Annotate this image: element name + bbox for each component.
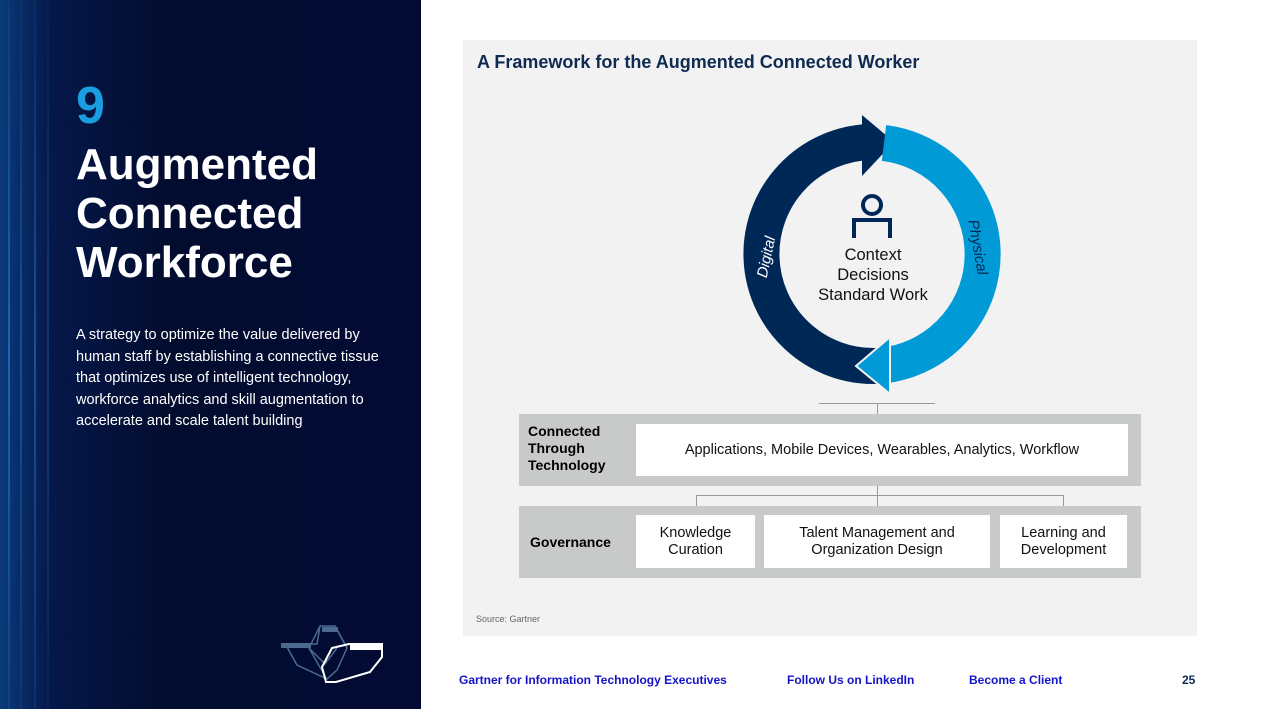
footer-link-linkedin[interactable]: Follow Us on LinkedIn: [787, 673, 915, 687]
digital-arrowhead: [862, 115, 894, 176]
connector-line: [877, 486, 878, 506]
page-number: 25: [1182, 673, 1196, 687]
physical-arrowhead: [854, 334, 891, 397]
physical-arc: [881, 125, 1001, 383]
talent-management-box: Talent Management and Organization Desig…: [764, 515, 990, 568]
person-icon: [852, 194, 892, 238]
connector-line: [696, 495, 1064, 496]
center-line: Context: [844, 246, 902, 264]
row-label: Governance: [530, 534, 611, 550]
row-label: Connected Through Technology: [528, 423, 606, 473]
technology-box: Applications, Mobile Devices, Wearables,…: [636, 424, 1128, 476]
footer-link-become-client[interactable]: Become a Client: [969, 673, 1063, 687]
section-description: A strategy to optimize the value deliver…: [76, 327, 379, 429]
center-line: Standard Work: [818, 286, 928, 304]
title-line: Augmented: [76, 140, 318, 189]
connector-line: [1063, 495, 1064, 506]
title-line: Connected: [76, 189, 304, 238]
source-note: Source: Gartner: [476, 614, 541, 624]
connector-line: [696, 495, 697, 506]
cycle-diagram: Digital Physical: [743, 115, 1001, 397]
row-connected-technology: Connected Through Technology Application…: [519, 414, 1141, 486]
center-line: Decisions: [837, 266, 909, 284]
connector-line: [877, 403, 878, 414]
knowledge-curation-box: Knowledge Curation: [636, 515, 755, 568]
section-number: 9: [76, 77, 105, 135]
figure-title: A Framework for the Augmented Connected …: [477, 52, 920, 72]
learning-development-box: Learning and Development: [1000, 515, 1127, 568]
row-governance: Governance Knowledge Curation Talent Man…: [519, 506, 1141, 578]
framework-figure: A Framework for the Augmented Connected …: [463, 40, 1197, 636]
digital-arc: [743, 124, 878, 385]
gem-logo-icon: [281, 625, 383, 683]
title-line: Workforce: [76, 238, 293, 287]
footer-link-gartner-it[interactable]: Gartner for Information Technology Execu…: [459, 673, 727, 687]
